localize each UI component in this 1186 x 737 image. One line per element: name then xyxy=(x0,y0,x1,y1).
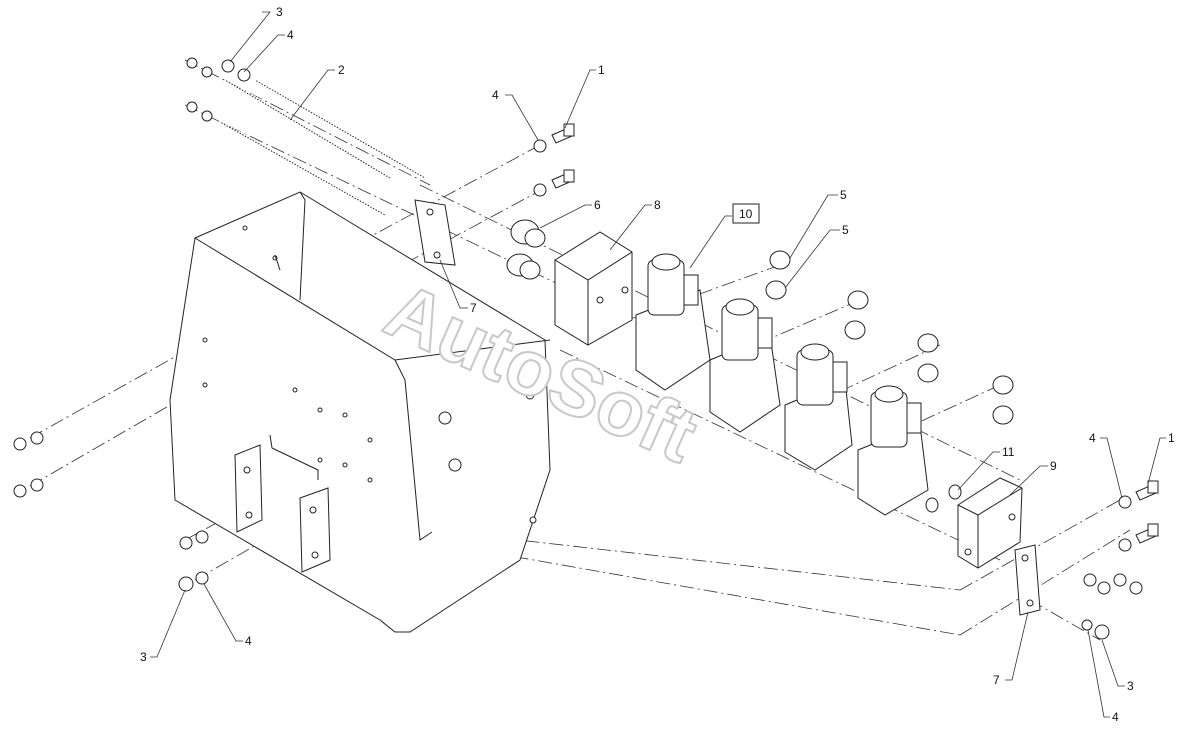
callout-5-a: 5 xyxy=(840,188,847,202)
leader-lines xyxy=(150,11,1166,718)
callout-10-box xyxy=(732,203,760,224)
callout-1-top: 1 xyxy=(598,63,605,77)
mounting-plate xyxy=(169,191,551,633)
callout-5-b: 5 xyxy=(842,223,849,237)
callout-11: 11 xyxy=(1002,445,1015,459)
bolts xyxy=(551,123,1159,544)
threaded-rods xyxy=(219,78,426,217)
callout-3-right: 3 xyxy=(1127,679,1134,693)
callout-3-left: 3 xyxy=(140,650,147,664)
callout-4-top: 4 xyxy=(287,28,294,42)
callout-7-bottom: 7 xyxy=(993,673,1000,687)
callout-9: 9 xyxy=(1050,459,1057,473)
callout-7-top: 7 xyxy=(470,301,477,315)
callout-4-bottom-right: 4 xyxy=(1112,710,1119,724)
callout-3-top: 3 xyxy=(276,5,283,19)
callout-4-mid: 4 xyxy=(492,88,499,102)
callout-1-right: 1 xyxy=(1168,431,1175,445)
callout-8: 8 xyxy=(654,198,661,212)
callout-10: 10 xyxy=(739,207,753,221)
valve-stack xyxy=(554,231,929,516)
fittings xyxy=(506,219,1014,513)
callout-4-right: 4 xyxy=(1089,431,1096,445)
callout-4-left: 4 xyxy=(245,634,252,648)
callout-labels: 3 4 2 1 4 6 8 10 5 5 7 11 9 4 1 7 3 4 3 … xyxy=(140,5,1175,724)
callout-2: 2 xyxy=(338,63,345,77)
callout-6: 6 xyxy=(594,198,601,212)
nuts-washers xyxy=(13,57,1143,640)
end-cover xyxy=(957,477,1023,569)
brackets xyxy=(414,199,1041,616)
